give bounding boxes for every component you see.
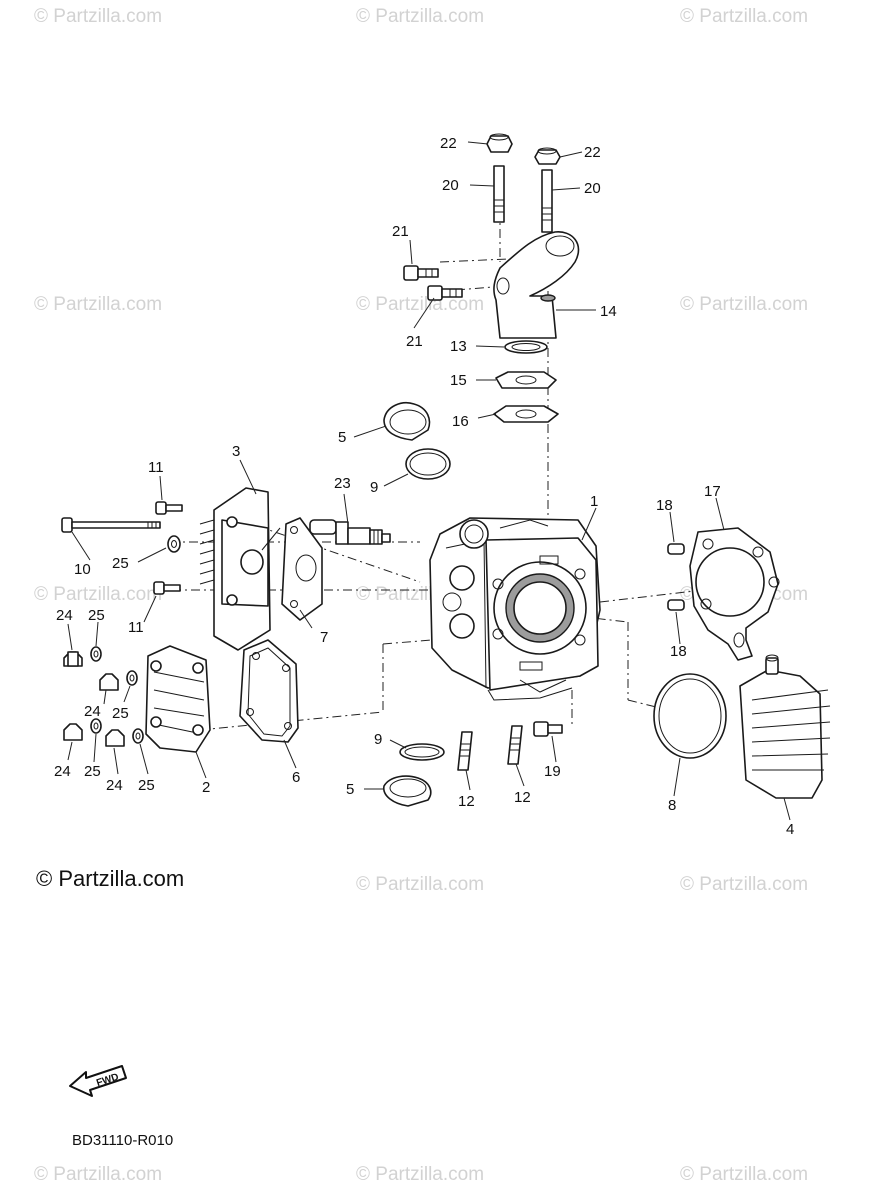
watermark: © Partzilla.com — [680, 294, 809, 315]
callout-1: 1 — [590, 493, 598, 510]
callout-20: 20 — [584, 180, 601, 197]
callout-10: 10 — [74, 561, 91, 578]
callout-22: 22 — [584, 144, 601, 161]
watermark: © Partzilla.com — [356, 294, 485, 315]
exhaust-studs — [457, 725, 523, 771]
watermark: © Partzilla.com — [356, 874, 485, 895]
callout-20: 20 — [442, 177, 459, 194]
callout-23: 23 — [334, 475, 351, 492]
callout-8: 8 — [668, 797, 676, 814]
callout-5: 5 — [346, 781, 354, 798]
callout-18: 18 — [656, 497, 673, 514]
callout-24: 24 — [106, 777, 123, 794]
callout-4: 4 — [786, 821, 794, 838]
cam-chain-bolt — [533, 721, 563, 737]
callout-21: 21 — [392, 223, 409, 240]
side-cover-gasket — [281, 517, 323, 621]
cylinder-o-ring — [653, 673, 727, 759]
o-ring-bottom — [399, 743, 445, 761]
watermark: © Partzilla.com — [356, 6, 485, 27]
watermark: © Partzilla.com — [680, 1164, 809, 1185]
intake-seals — [493, 340, 559, 423]
watermark: © Partzilla.com — [680, 6, 809, 27]
callout-17: 17 — [704, 483, 721, 500]
watermark: © Partzilla.com — [34, 6, 163, 27]
callout-3: 3 — [232, 443, 240, 460]
leader-lines — [67, 141, 791, 821]
watermark: © Partzilla.com — [680, 874, 809, 895]
o-ring-top — [405, 448, 451, 480]
callout-13: 13 — [450, 338, 467, 355]
watermark: © Partzilla.com — [34, 294, 163, 315]
tappet-cover-bottom — [383, 775, 432, 807]
watermark: © Partzilla.com — [34, 584, 163, 605]
cover-gasket — [239, 639, 299, 743]
cover-screws — [63, 651, 125, 747]
dowel-pins — [667, 543, 685, 611]
callout-7: 7 — [320, 629, 328, 646]
callout-15: 15 — [450, 372, 467, 389]
watermark: © Partzilla.com — [356, 1164, 485, 1185]
callout-12: 12 — [514, 789, 531, 806]
intake-studs — [493, 165, 553, 233]
cover-washers — [90, 646, 144, 744]
callout-18: 18 — [670, 643, 687, 660]
tappet-cover-top — [383, 402, 431, 441]
callout-24: 24 — [84, 703, 101, 720]
callout-24: 24 — [56, 607, 73, 624]
callout-25: 25 — [88, 607, 105, 624]
cylinder-head-gasket — [689, 527, 780, 661]
copyright-text: © Partzilla.com — [36, 866, 185, 891]
callout-6: 6 — [292, 769, 300, 786]
callout-19: 19 — [544, 763, 561, 780]
callout-16: 16 — [452, 413, 469, 430]
callout-24: 24 — [54, 763, 71, 780]
callout-9: 9 — [374, 731, 382, 748]
diagram-code: BD31110-R010 — [72, 1132, 174, 1149]
callout-25: 25 — [138, 777, 155, 794]
flange-nuts — [486, 133, 561, 165]
watermark: © Partzilla.com — [34, 1164, 163, 1185]
cylinder-head — [429, 517, 601, 701]
callout-22: 22 — [440, 135, 457, 152]
callout-21: 21 — [406, 333, 423, 350]
callout-25: 25 — [112, 705, 129, 722]
callout-2: 2 — [202, 779, 210, 796]
cylinder-head-cover-side — [145, 645, 211, 753]
cylinder-head-side-cover — [199, 487, 281, 651]
callout-12: 12 — [458, 793, 475, 810]
callout-labels: 22 20 22 20 21 21 14 13 15 16 5 9 1 3 11… — [54, 135, 794, 838]
intake-manifold — [493, 231, 580, 339]
spark-plug — [309, 519, 391, 545]
long-head-bolt — [61, 517, 181, 553]
callout-25: 25 — [84, 763, 101, 780]
callout-9: 9 — [370, 479, 378, 496]
manifold-bolts — [403, 265, 463, 301]
callout-14: 14 — [600, 303, 617, 320]
callout-11: 11 — [148, 459, 164, 476]
cover-bolts — [153, 501, 183, 595]
callout-25: 25 — [112, 555, 129, 572]
fwd-arrow-icon: FWD — [69, 1065, 127, 1097]
cylinder-fin-cover — [739, 654, 831, 799]
callout-5: 5 — [338, 429, 346, 446]
callout-11: 11 — [128, 619, 144, 636]
